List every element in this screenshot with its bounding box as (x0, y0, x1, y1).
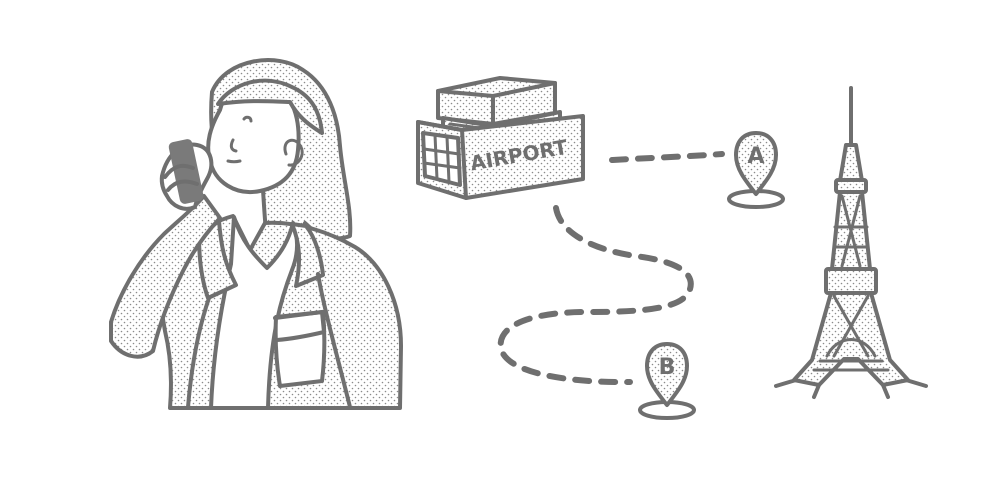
collar-left (197, 219, 238, 300)
hand-fingers (163, 163, 199, 192)
pin-a-label: A (747, 144, 764, 169)
route-airport-to-a (609, 151, 725, 163)
woman-on-phone-illustration (109, 58, 403, 410)
tower-base-arch (825, 338, 877, 358)
tower-main-deck (824, 267, 878, 295)
tower-top-section (838, 143, 864, 183)
airport-building-icon: AIRPORT (416, 76, 585, 200)
raised-arm (109, 194, 222, 359)
collar-right (290, 222, 325, 288)
jacket-seam-left (186, 296, 211, 409)
shirt-inner (209, 215, 299, 410)
airport-main-front-edge (416, 120, 468, 200)
tokyo-tower-icon (774, 86, 928, 399)
pocket (273, 310, 327, 388)
map-pin-b-icon: B (638, 342, 696, 420)
pocket-flap (273, 310, 326, 342)
map-pin-a-icon: A (727, 131, 785, 209)
pin-a-marker (734, 131, 778, 196)
front-hair (216, 78, 324, 135)
nose (229, 138, 238, 153)
airport-top-roof-line (436, 81, 557, 126)
airport-window-grid (422, 133, 462, 184)
mouth (226, 159, 242, 164)
phone (168, 139, 204, 204)
airport-window-panel (421, 131, 462, 187)
eye (242, 115, 253, 123)
tower-lattice (812, 194, 890, 372)
route-airport-to-b (497, 205, 694, 386)
ear (283, 138, 304, 167)
jacket-seam-right (316, 272, 352, 409)
pin-b-label: B (659, 355, 676, 380)
pin-b-marker (645, 342, 689, 407)
tower-feet (774, 378, 928, 399)
